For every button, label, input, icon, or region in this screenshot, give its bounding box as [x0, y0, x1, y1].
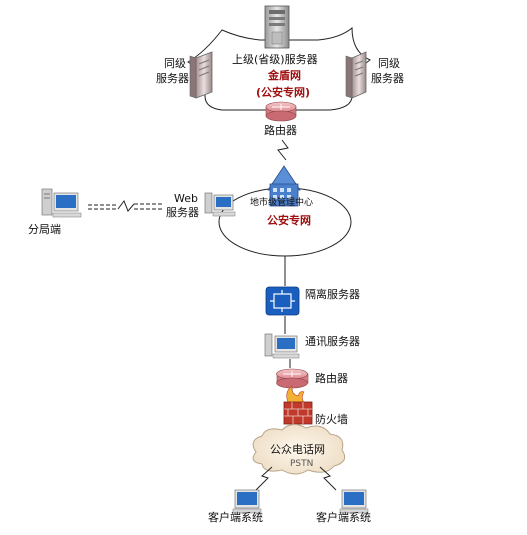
link-pstn-client-left: [255, 466, 273, 491]
wan-link-upper: [277, 139, 289, 161]
link-pstn-client-right: [319, 466, 337, 491]
upper-router-label: 路由器: [264, 124, 297, 137]
firewall-label: 防火墙: [315, 413, 348, 426]
client-right-label: 客户端系统: [316, 511, 371, 524]
comm-server-icon: [264, 333, 300, 359]
branch-label: 分局端: [28, 223, 61, 236]
lower-router-label: 路由器: [315, 372, 348, 385]
isolation-server-icon: [265, 286, 300, 316]
management-center-icon: [267, 165, 301, 207]
comm-server-label: 通讯服务器: [305, 335, 360, 348]
pstn-label: 公众电话网: [270, 443, 325, 456]
client-left-icon: [232, 489, 262, 514]
branch-link: [88, 199, 164, 212]
management-center-label: 地市级管理中心: [250, 198, 314, 208]
client-left-label: 客户端系统: [208, 511, 263, 524]
upper-network-name: 金盾网: [268, 69, 301, 82]
lower-router-icon: [276, 368, 309, 389]
web-server-icon: [204, 192, 236, 217]
pstn-sub-label: PSTN: [290, 459, 314, 469]
right-peer-server-label-1: 同级: [378, 57, 400, 70]
right-peer-server-label-2: 服务器: [371, 72, 404, 85]
web-server-label-2: 服务器: [166, 206, 199, 219]
right-peer-server-icon: [345, 51, 367, 99]
pstn-cloud-icon: [252, 424, 346, 475]
web-server-label-1: Web: [174, 192, 198, 205]
branch-terminal-icon: [41, 188, 82, 218]
top-server-label: 上级(省级)服务器: [232, 53, 318, 66]
left-peer-server-icon: [189, 51, 213, 99]
left-peer-server-label-1: 同级: [164, 57, 186, 70]
isolation-server-label: 隔离服务器: [305, 288, 360, 301]
left-peer-server-label-2: 服务器: [156, 72, 189, 85]
top-server-icon: [264, 5, 290, 49]
client-right-icon: [339, 489, 369, 514]
middle-network-name: 公安专网: [267, 214, 311, 227]
upper-router-icon: [265, 101, 297, 122]
upper-network-sub: (公安专网): [256, 86, 311, 99]
firewall-icon: [283, 385, 313, 425]
